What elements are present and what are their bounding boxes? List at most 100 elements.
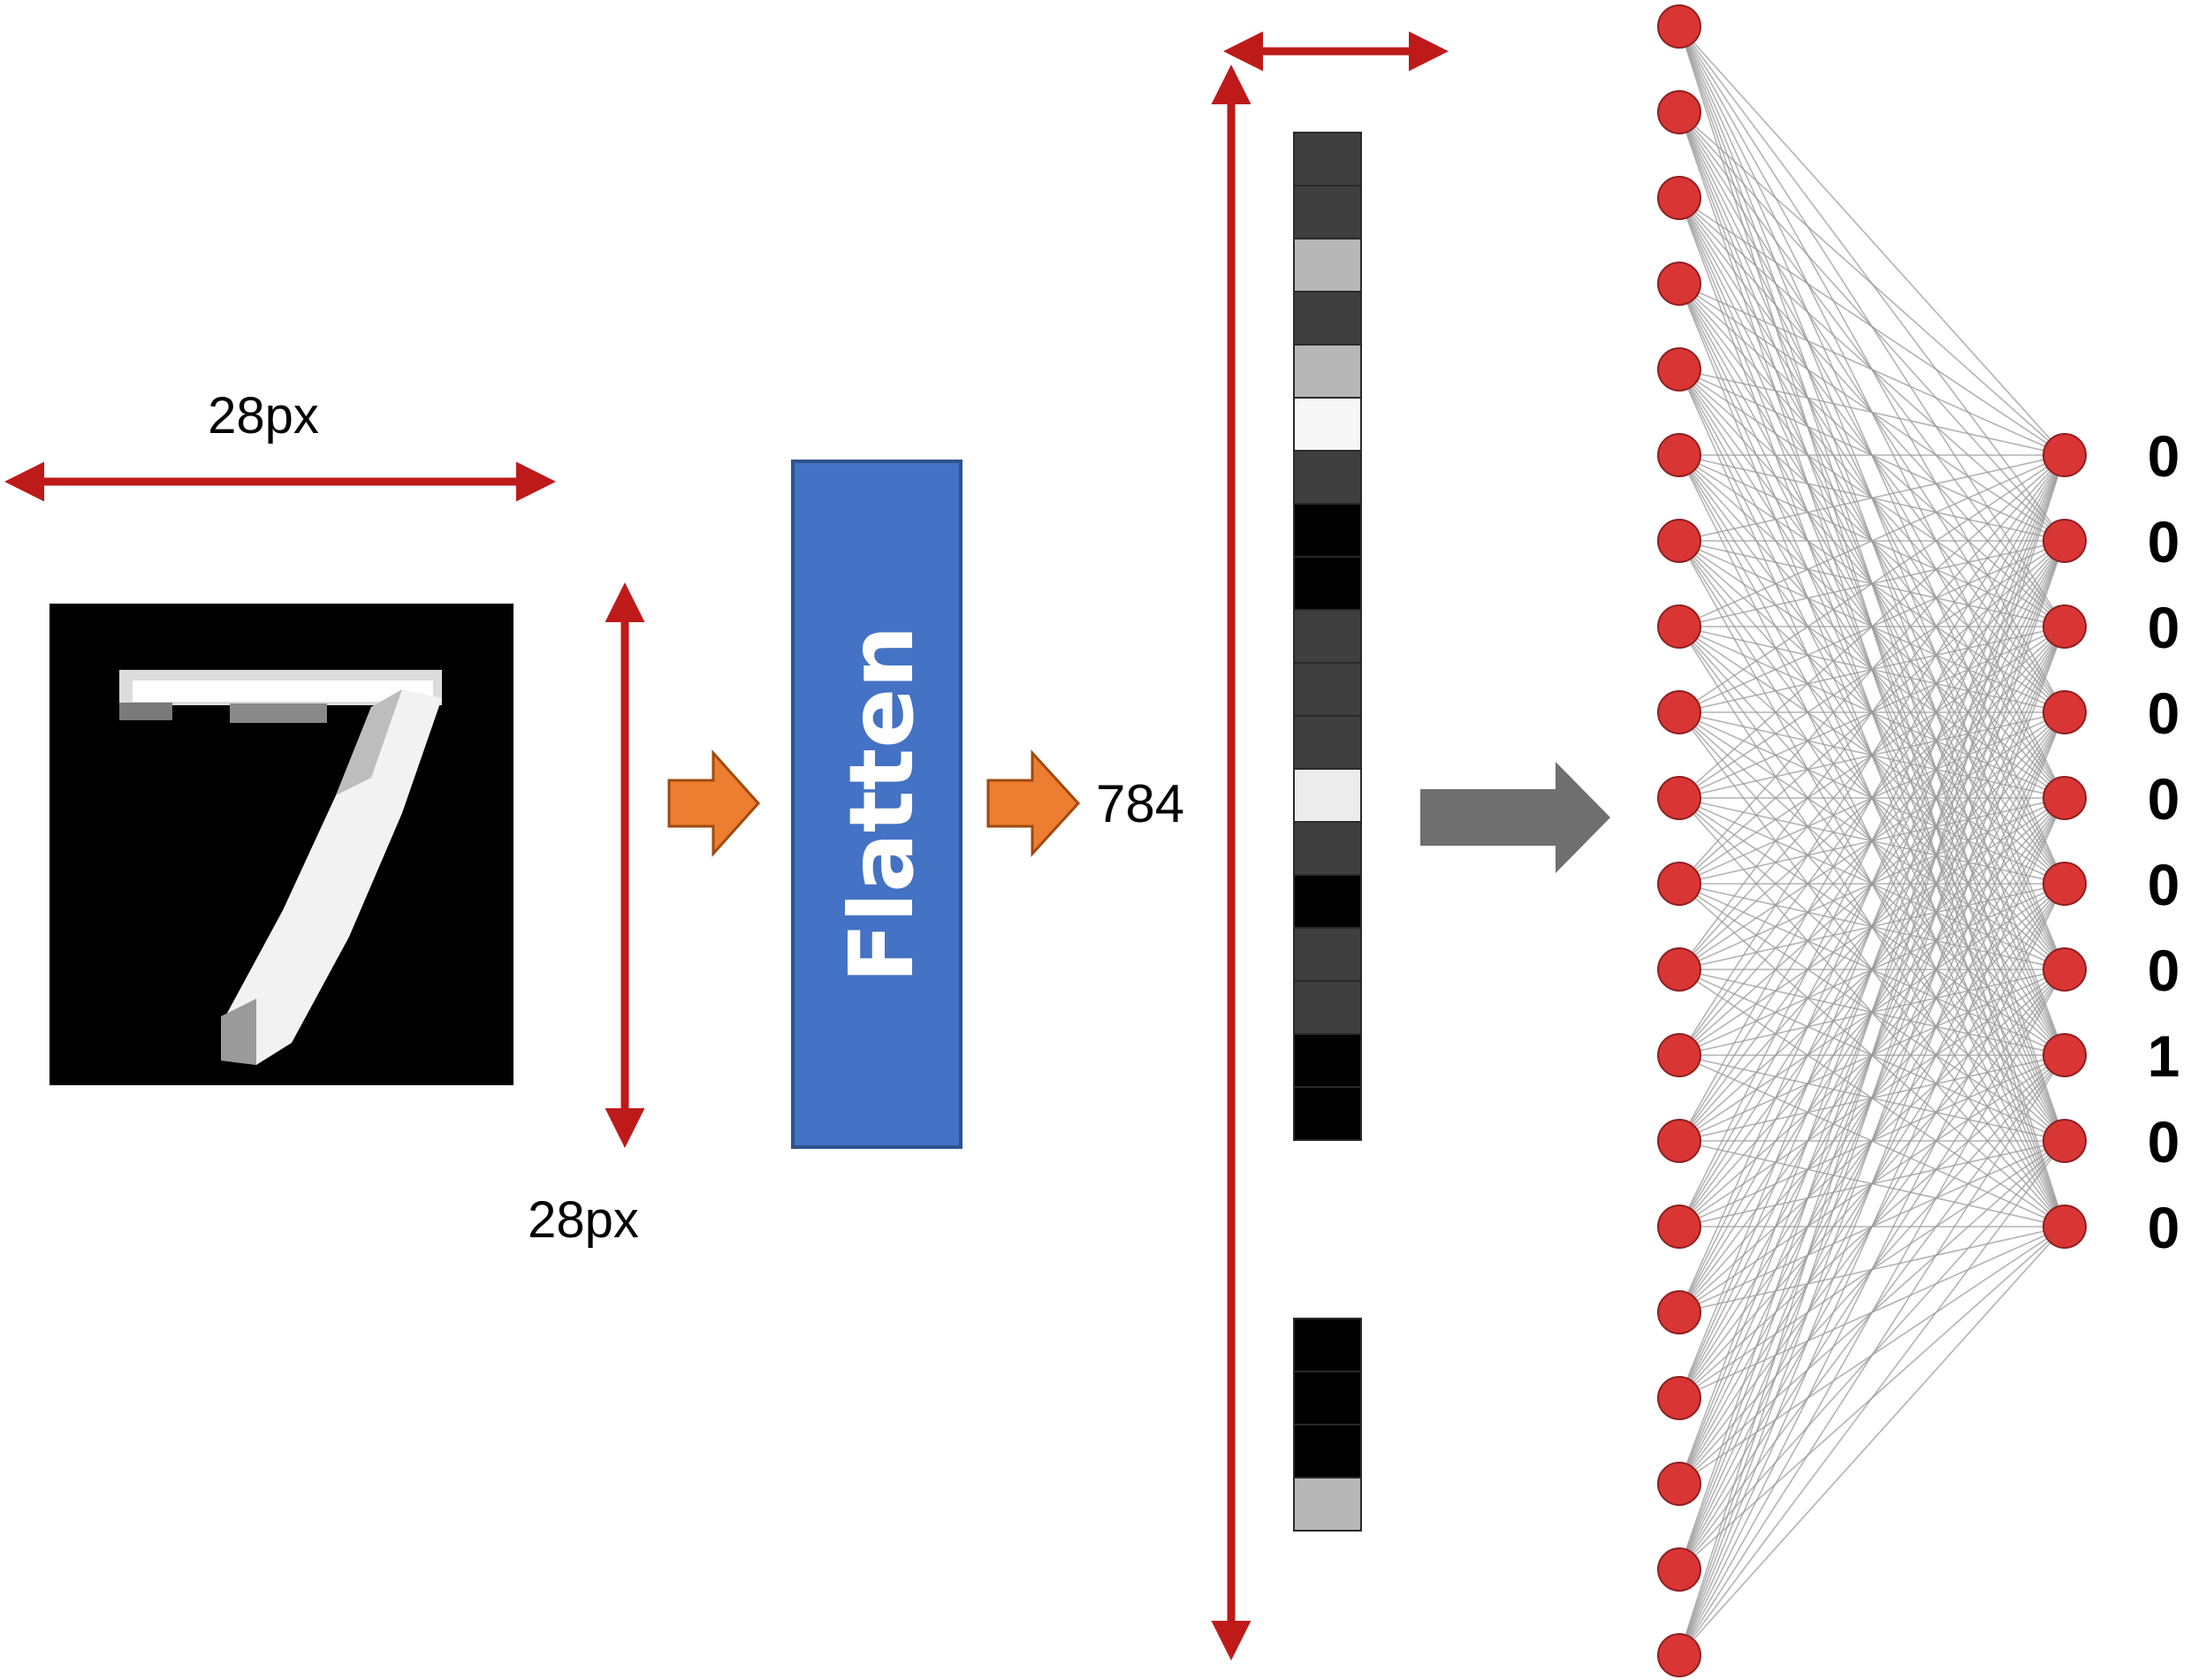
flatten-label: Flatten — [830, 626, 933, 984]
vector-cell — [1293, 874, 1362, 929]
vector-cell — [1293, 609, 1362, 664]
vector-cell — [1293, 715, 1362, 770]
vector-cell — [1293, 768, 1362, 823]
network-edge — [1678, 454, 2065, 542]
network-connections — [1678, 26, 2065, 1656]
output-node — [2043, 1205, 2087, 1249]
network-edge — [1678, 454, 2065, 1570]
output-value: 0 — [2148, 680, 2180, 746]
vector-length-label: 784 — [1096, 774, 1184, 833]
flattened-vector-bottom — [1293, 1318, 1362, 1532]
vector-cell — [1293, 1424, 1362, 1479]
flatten-box — [791, 460, 962, 1149]
vector-cell — [1293, 132, 1362, 186]
vector-cell — [1293, 503, 1362, 558]
vector-cell — [1293, 397, 1362, 452]
output-node — [2043, 1119, 2087, 1163]
output-node — [2043, 433, 2087, 477]
vector-cell — [1293, 927, 1362, 982]
network-edge — [1678, 454, 2065, 627]
vector-cell — [1293, 1477, 1362, 1532]
vector-cell — [1293, 291, 1362, 346]
step-arrow-2 — [986, 749, 1081, 857]
network-edge — [1678, 454, 2065, 1313]
output-value: 0 — [2148, 938, 2180, 1003]
network-edge — [1678, 454, 2065, 1056]
output-value: 0 — [2148, 509, 2180, 574]
flattened-vector-top — [1293, 132, 1362, 1141]
network-edge — [1678, 797, 2065, 1656]
network-edge — [1678, 454, 2065, 1485]
output-value: 1 — [2148, 1023, 2180, 1089]
input-node — [1657, 1633, 1701, 1677]
output-node — [2043, 947, 2087, 992]
vector-cell — [1293, 821, 1362, 876]
network-edge — [1678, 111, 2065, 456]
vector-cell — [1293, 556, 1362, 611]
network-edge — [1678, 454, 2065, 713]
network-edge — [1678, 369, 2065, 456]
output-node — [2043, 604, 2087, 649]
network-edge — [1678, 626, 2065, 1656]
network-edge — [1678, 454, 2065, 970]
network-edge — [1678, 1226, 2065, 1656]
input-node — [1657, 1290, 1701, 1334]
output-value: 0 — [2148, 1195, 2180, 1260]
network-edge — [1678, 26, 2065, 456]
network-edge — [1678, 454, 2065, 799]
network-edge — [1678, 1140, 2065, 1656]
input-node — [1657, 90, 1701, 134]
network-edge — [1678, 454, 2065, 885]
output-value: 0 — [2148, 423, 2180, 489]
output-value: 0 — [2148, 1109, 2180, 1174]
input-node — [1657, 519, 1701, 563]
input-node — [1657, 4, 1701, 49]
vector-cell — [1293, 980, 1362, 1035]
output-layer — [2043, 433, 2087, 1249]
output-node — [2043, 862, 2087, 906]
input-node — [1657, 947, 1701, 992]
network-edge — [1678, 969, 2065, 1656]
network-edge — [1678, 883, 2065, 1656]
output-value: 0 — [2148, 852, 2180, 917]
network-edge — [1678, 454, 2065, 1228]
network-edge — [1678, 540, 2065, 1656]
vector-cell — [1293, 185, 1362, 239]
height-dimension: 28px — [528, 582, 645, 1249]
vector-cell — [1293, 1086, 1362, 1141]
input-node — [1657, 690, 1701, 734]
input-node — [1657, 862, 1701, 906]
output-node — [2043, 519, 2087, 563]
output-node — [2043, 776, 2087, 820]
vector-cell — [1293, 1318, 1362, 1372]
network-edge — [1678, 197, 2065, 456]
output-node — [2043, 690, 2087, 734]
vector-cell — [1293, 1371, 1362, 1425]
network-edge — [1678, 711, 2065, 1656]
vector-cell — [1293, 238, 1362, 293]
network-edge — [1678, 454, 2065, 1656]
input-layer — [1657, 4, 1701, 1677]
input-node — [1657, 1033, 1701, 1077]
network-edge — [1678, 454, 2065, 1399]
input-digit-image — [49, 604, 514, 1085]
width-dimension: 28px — [4, 387, 556, 502]
vector-cell — [1293, 662, 1362, 717]
flatten-block: Flatten — [791, 460, 962, 1149]
input-node — [1657, 347, 1701, 391]
network-edge — [1678, 454, 2065, 1142]
input-node — [1657, 604, 1701, 649]
input-node — [1657, 433, 1701, 477]
to-network-arrow — [1420, 762, 1610, 873]
input-node — [1657, 262, 1701, 306]
vector-cell — [1293, 450, 1362, 505]
output-node — [2043, 1033, 2087, 1077]
width-label: 28px — [208, 387, 319, 445]
output-value: 0 — [2148, 595, 2180, 660]
input-node — [1657, 1119, 1701, 1163]
network-edge — [1678, 283, 2065, 456]
vector-cell — [1293, 344, 1362, 399]
input-node — [1657, 1205, 1701, 1249]
height-label: 28px — [528, 1191, 639, 1249]
